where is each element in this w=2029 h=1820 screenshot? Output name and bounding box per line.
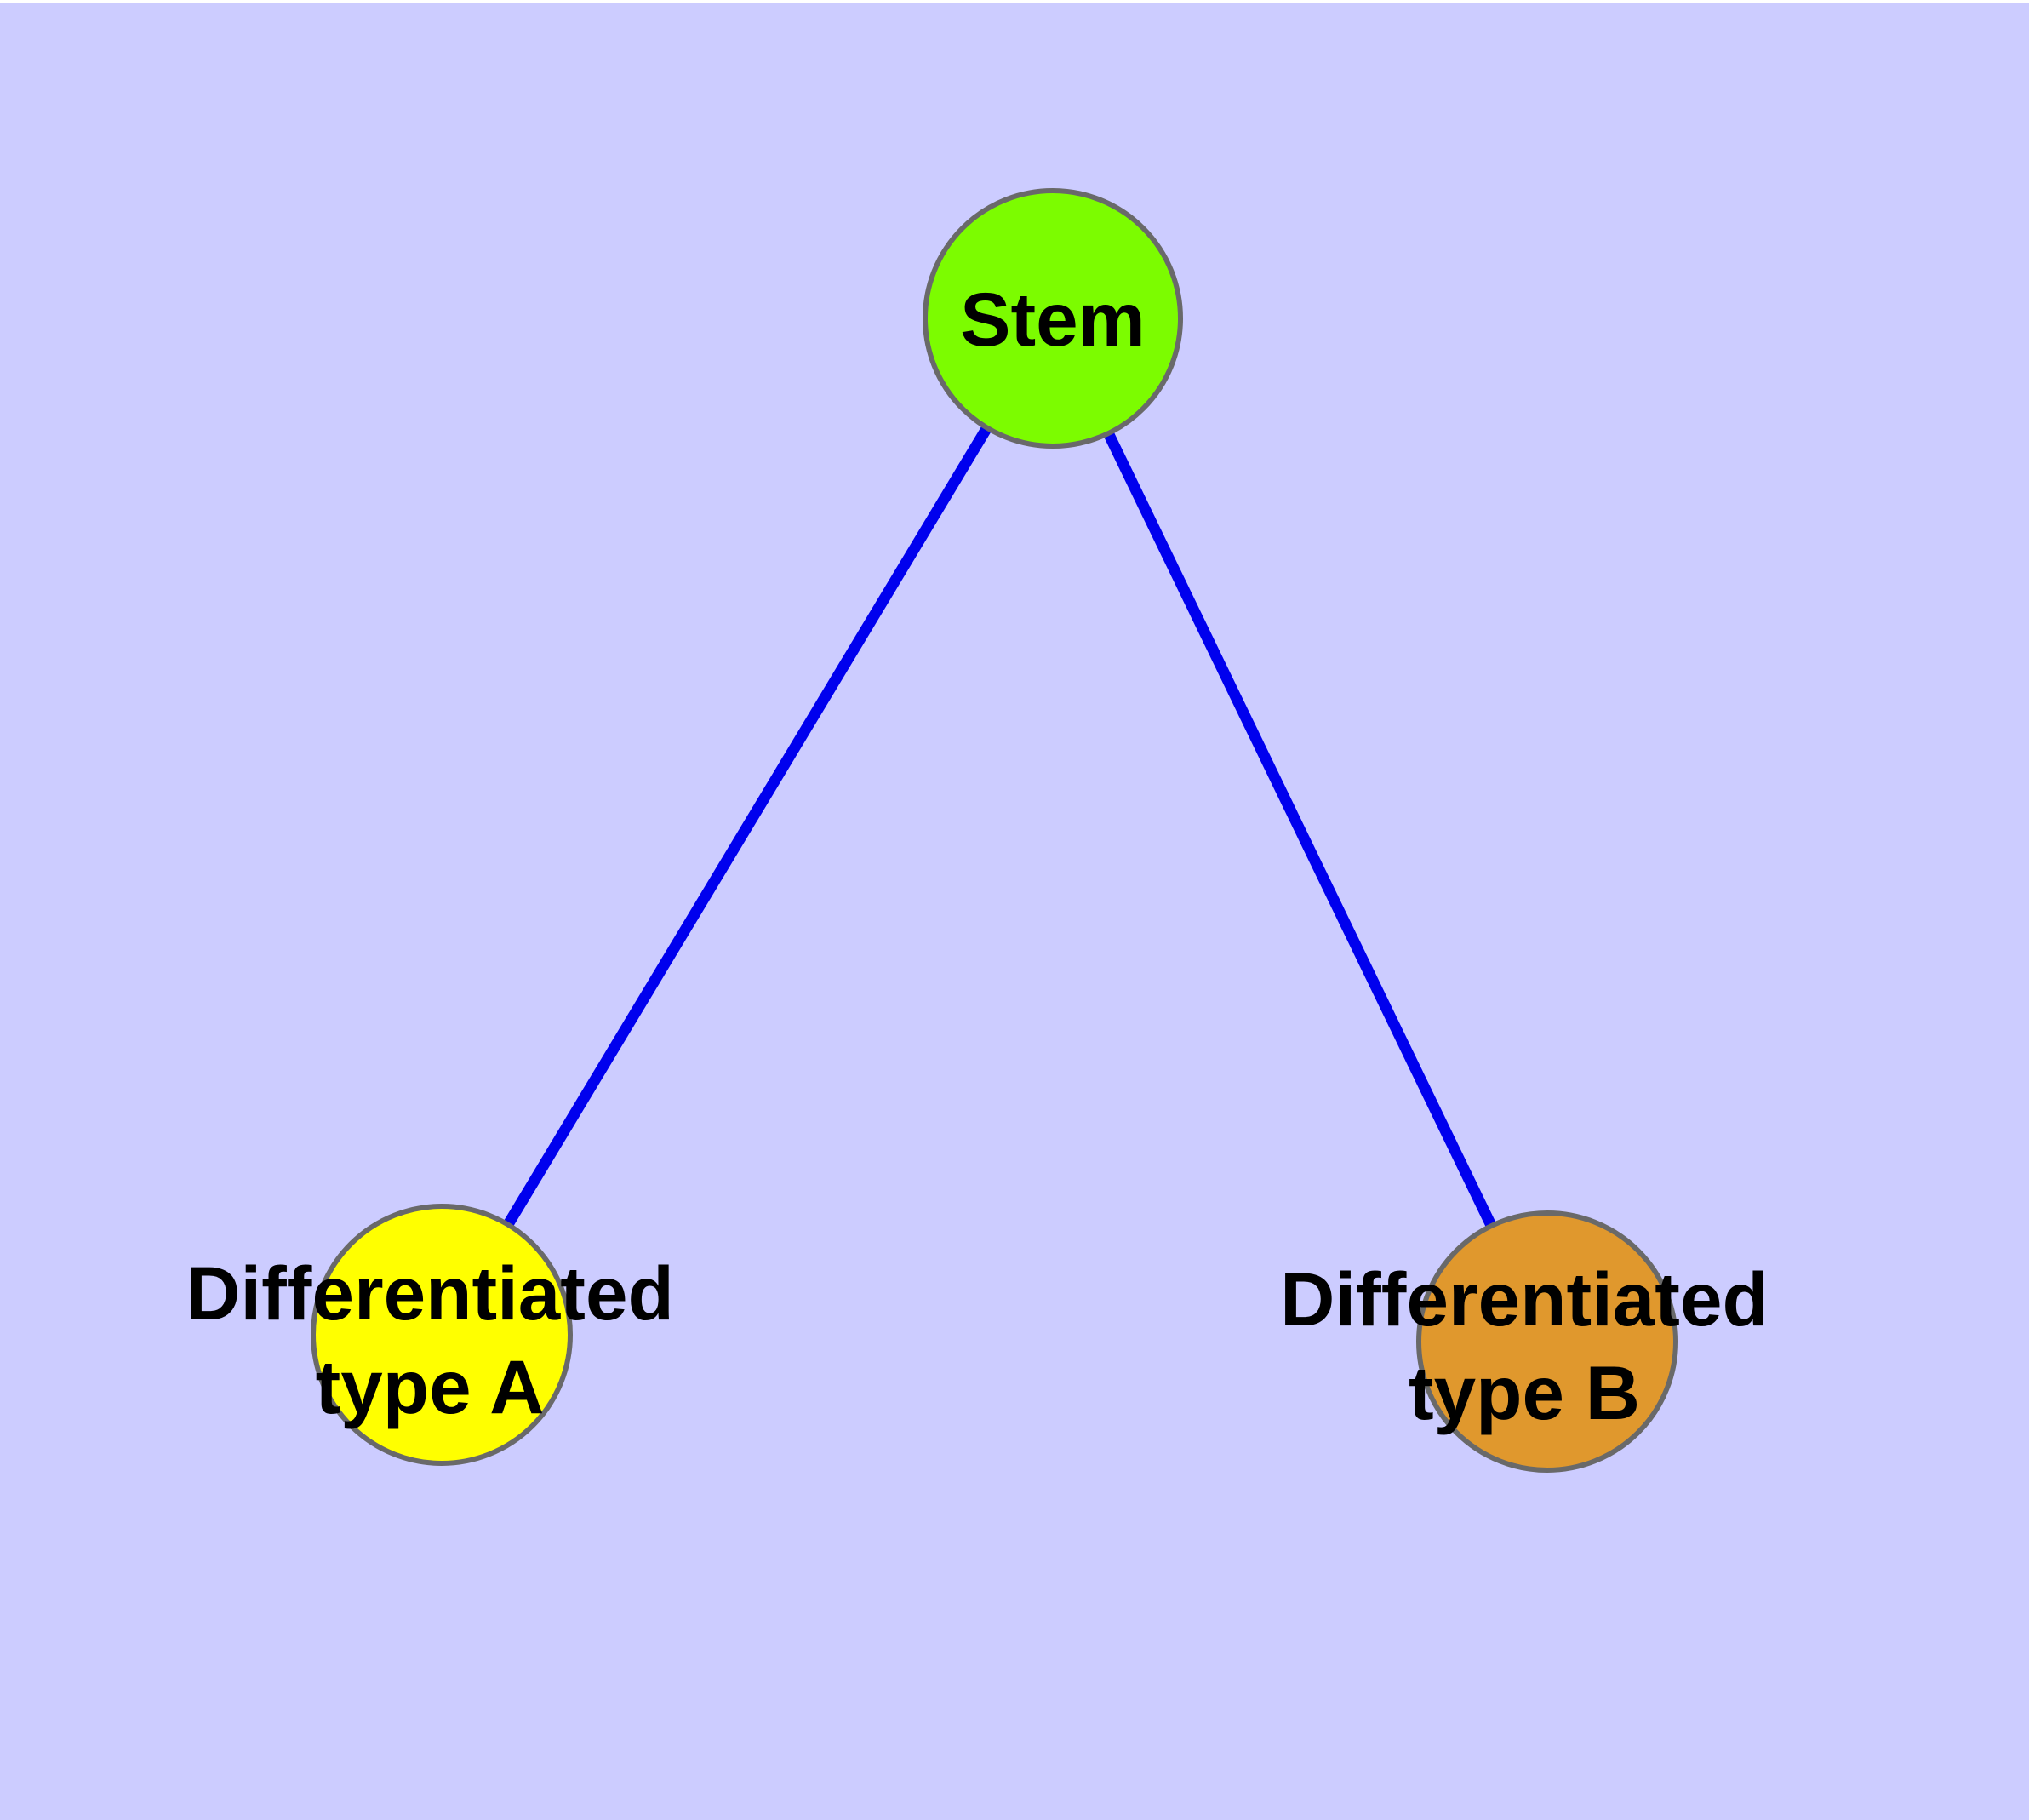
edge-stem-differentiated-type-b: [1048, 316, 1552, 1344]
node-differentiated-type-b-circle: [1416, 1210, 1678, 1473]
node-stem-label-line-1: Stem: [960, 277, 1146, 362]
node-stem-circle: [923, 188, 1183, 449]
node-differentiated-type-a-label-line-1: Differentiated: [186, 1251, 674, 1336]
top-border-strip: [0, 0, 2029, 3]
node-differentiated-type-a-circle: [311, 1204, 573, 1466]
node-differentiated-type-b-label-line-2: type B: [1409, 1350, 1640, 1435]
node-differentiated-type-b-label-line-1: Differentiated: [1280, 1256, 1769, 1342]
nodes-layer: [311, 188, 1678, 1473]
edge-stem-differentiated-type-a: [437, 315, 1058, 1338]
edges-layer: [437, 315, 1552, 1344]
node-stem-label: Stem: [960, 277, 1146, 362]
node-differentiated-type-a-label-line-2: type A: [316, 1344, 545, 1429]
